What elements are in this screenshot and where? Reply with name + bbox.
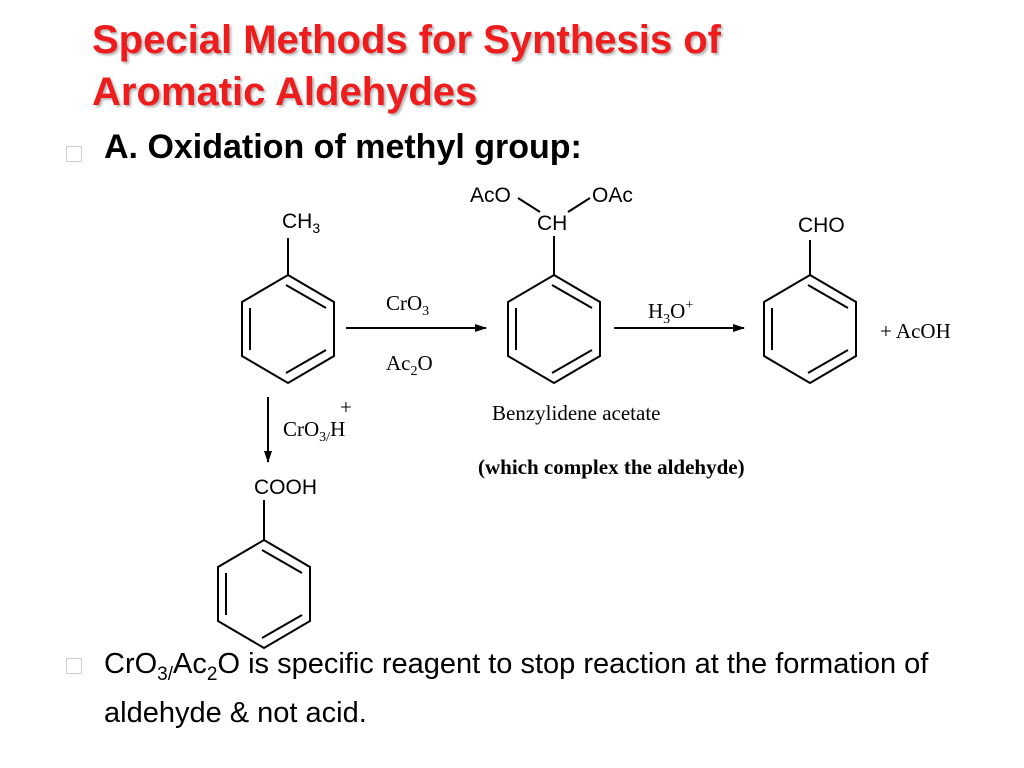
benzaldehyde-ring (763, 240, 857, 385)
diacetate-ring (507, 273, 601, 385)
benzoic-acid-ring (217, 500, 311, 650)
section-heading: A. Oxidation of methyl group: (104, 128, 582, 166)
reagent-cro3-h: CrO3/H (283, 417, 345, 445)
toluene-methyl-label: CH3 (282, 210, 320, 236)
aldehyde-group-label: CHO (798, 214, 845, 237)
bullet-icon (66, 658, 82, 674)
title-line-2: Aromatic Aldehydes (92, 70, 478, 114)
byproduct-acoh: + AcOH (880, 319, 951, 343)
acid-group-label: COOH (254, 476, 317, 499)
intermediate-name: Benzylidene acetate (492, 401, 660, 425)
acetoxy-right-label: OAc (592, 184, 633, 207)
diacetate-bonds (517, 197, 591, 275)
intermediate-note: (which complex the aldehyde) (478, 455, 745, 479)
slide-title: Special Methods for Synthesis of Aromati… (92, 14, 992, 118)
methine-label: CH (537, 212, 567, 235)
reagent-ac2o: Ac2O (386, 351, 433, 379)
reagent-note: CrO3/Ac2O is specific reagent to stop re… (104, 648, 929, 729)
bullet-icon (66, 146, 82, 162)
reagent-cro3: CrO3 (386, 291, 429, 319)
reagent-h3o: H3O+ (648, 298, 693, 327)
toluene-ring (241, 238, 335, 385)
title-line-1: Special Methods for Synthesis of (92, 18, 722, 62)
reagent-proton-sign: + (340, 395, 352, 419)
acetoxy-left-label: AcO (470, 184, 511, 207)
